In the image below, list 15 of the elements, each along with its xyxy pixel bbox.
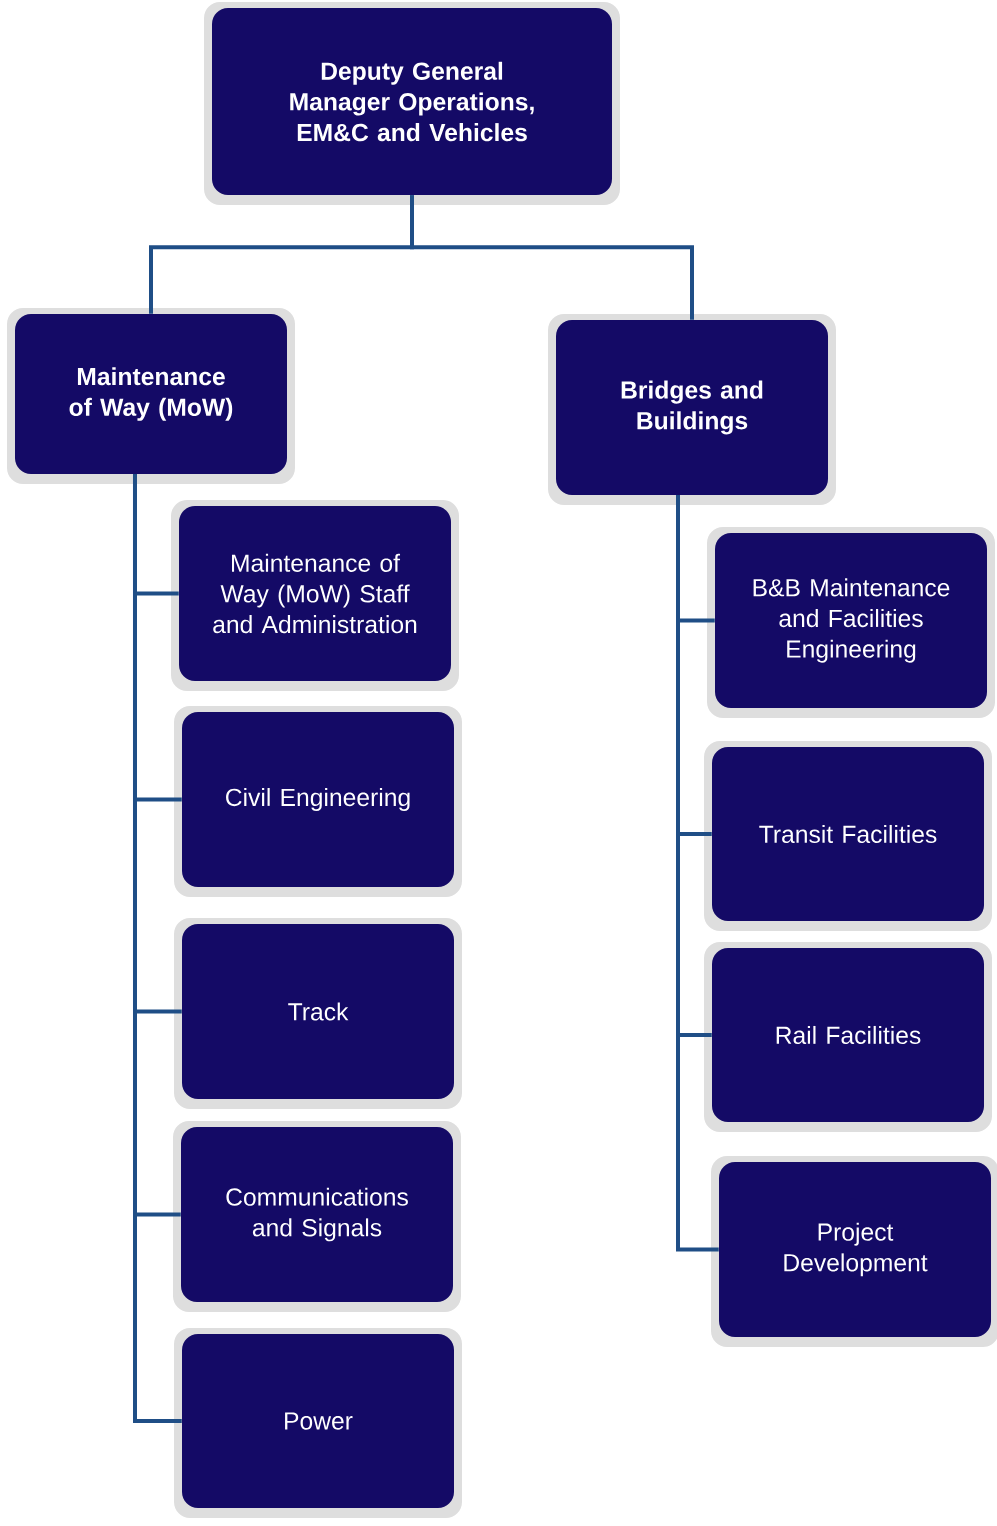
- connector-line: [676, 495, 719, 1252]
- org-box: Transit Facilities: [704, 741, 992, 931]
- org-box: Maintenance of Way (MoW): [7, 308, 295, 484]
- org-box: Communications and Signals: [173, 1121, 461, 1312]
- org-box: Project Development: [711, 1156, 997, 1347]
- org-box: Bridges and Buildings: [548, 314, 836, 505]
- org-box: B&B Maintenance and Facilities Engineering: [707, 527, 995, 718]
- org-box: Deputy General Manager Operations, EM&C and Vehicles: [204, 2, 620, 205]
- connector-line: [410, 195, 694, 320]
- org-box: Maintenance of Way (MoW) Staff and Administration: [171, 500, 459, 691]
- connector-line: [133, 474, 182, 1423]
- org-box: Track: [174, 918, 462, 1109]
- org-box: Civil Engineering: [174, 706, 462, 897]
- org-box: Rail Facilities: [704, 942, 992, 1132]
- org-box: Power: [174, 1328, 462, 1518]
